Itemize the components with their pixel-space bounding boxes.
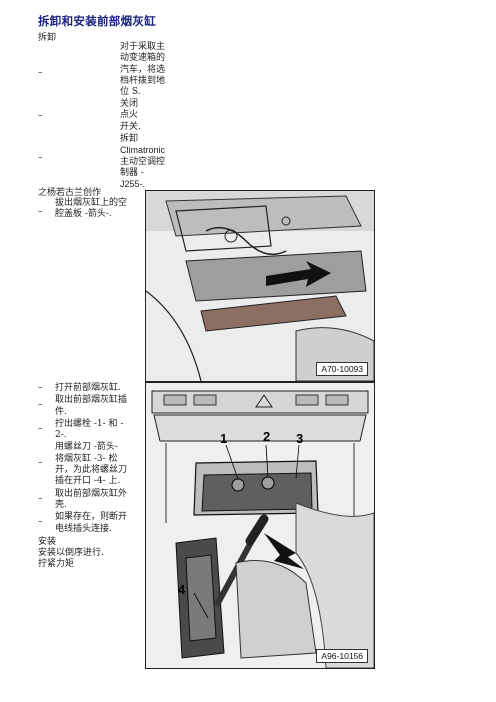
list-item: – 拧出螺栓 -1- 和 - 2-. [38, 419, 148, 442]
step-dash: – [38, 493, 43, 504]
step-line: 取出前部烟灰缸插 [55, 395, 128, 406]
list-item: – 如果存在，则断开 电线插头连接. [38, 512, 148, 535]
figure-ashtray-removal-drawing [146, 383, 374, 668]
step-line: 拆卸 [120, 134, 139, 144]
step-line: 动变速箱的 [120, 53, 166, 64]
step-line: 拧出螺栓 -1- 和 - [55, 418, 124, 429]
figure-code: A96-10156 [316, 649, 368, 663]
step-dash: – [38, 423, 43, 434]
step-line: 件. [55, 406, 67, 417]
step-line: Climatronic [120, 145, 166, 156]
step-line: 电线插头连接. [55, 523, 112, 534]
install-text: 安装以倒序进行. [38, 548, 104, 559]
step-line: 用螺丝刀 -箭头- [55, 442, 118, 453]
step-dash: – [38, 383, 43, 393]
step-line: 打开前部烟灰缸. [55, 383, 121, 393]
step-line: 点火 [120, 110, 139, 121]
list-item: – 取出前部烟灰缸插 件. [38, 395, 148, 418]
step-dash: – [38, 68, 43, 78]
step-line: 制器 - [120, 167, 144, 178]
step-line: 如果存在，则断开 [55, 512, 128, 523]
remove-heading: 拆卸 [38, 33, 57, 43]
step-4: 拔出烟灰缸上的空 腔盖板 -箭头-. [55, 198, 127, 221]
step-dash: – [38, 517, 43, 528]
step-line: 腔盖板 -箭头-. [55, 209, 112, 220]
step-line: 取出前部烟灰缸外 [55, 488, 128, 499]
torque-text: 拧紧力矩 [38, 559, 75, 570]
step-line: J255-. [120, 179, 146, 190]
step-line: 主动空调控 [120, 156, 166, 167]
step-line: 壳. [55, 499, 67, 510]
steps-list: – 打开前部烟灰缸. – 取出前部烟灰缸插 件. – 拧出螺栓 -1- 和 - … [38, 383, 148, 571]
figure-ashtray-removal: 1 2 3 4 A96-10156 [145, 382, 375, 669]
step-2: 关闭 点火 开关. [120, 99, 141, 133]
callout-label-4: 4 [178, 582, 186, 597]
step-line: 将烟灰缸 -3- 松 [55, 453, 118, 464]
step-line: 开，为此将螺丝刀 [55, 465, 128, 476]
step-line: 插在开口 -4- 上. [55, 476, 121, 487]
figure-ashtray-cover: A70-10093 [145, 190, 375, 382]
list-item: – 打开前部烟灰缸. [38, 383, 148, 394]
footnote: 之杨若古兰创作 [38, 188, 102, 198]
step-line: 位 S. [120, 87, 141, 98]
step-dash: – [38, 153, 43, 163]
step-line: 开关. [120, 121, 141, 132]
step-line: 关闭 [120, 99, 139, 109]
install-heading: 安装 [38, 536, 57, 547]
figure-code: A70-10093 [316, 362, 368, 376]
list-item: – 取出前部烟灰缸外 壳. [38, 489, 148, 512]
step-line: 对于采取主 [120, 42, 166, 52]
callout-label-3: 3 [296, 431, 304, 446]
step-line: 2-. [55, 430, 67, 441]
step-dash: – [38, 207, 43, 217]
list-item: – 用螺丝刀 -箭头- 将烟灰缸 -3- 松 开，为此将螺丝刀 插在开口 -4-… [38, 442, 148, 487]
step-dash: – [38, 400, 43, 411]
callout-label-1: 1 [220, 431, 228, 446]
page-title: 拆卸和安装前部烟灰缸 [38, 14, 156, 28]
figure-ashtray-cover-drawing [146, 191, 374, 381]
step-3: 拆卸 Climatronic 主动空调控 制器 - J255-. [120, 134, 165, 190]
step-line: 档杆拨到地 [120, 75, 166, 86]
step-dash: – [38, 111, 43, 121]
step-dash: – [38, 458, 43, 469]
step-1: 对于采取主 动变速箱的 汽车，将选 档杆拨到地 位 S. [120, 42, 165, 98]
step-line: 汽车，将选 [120, 64, 166, 75]
step-line: 拔出烟灰缸上的空 [55, 198, 128, 208]
callout-label-2: 2 [263, 429, 271, 444]
